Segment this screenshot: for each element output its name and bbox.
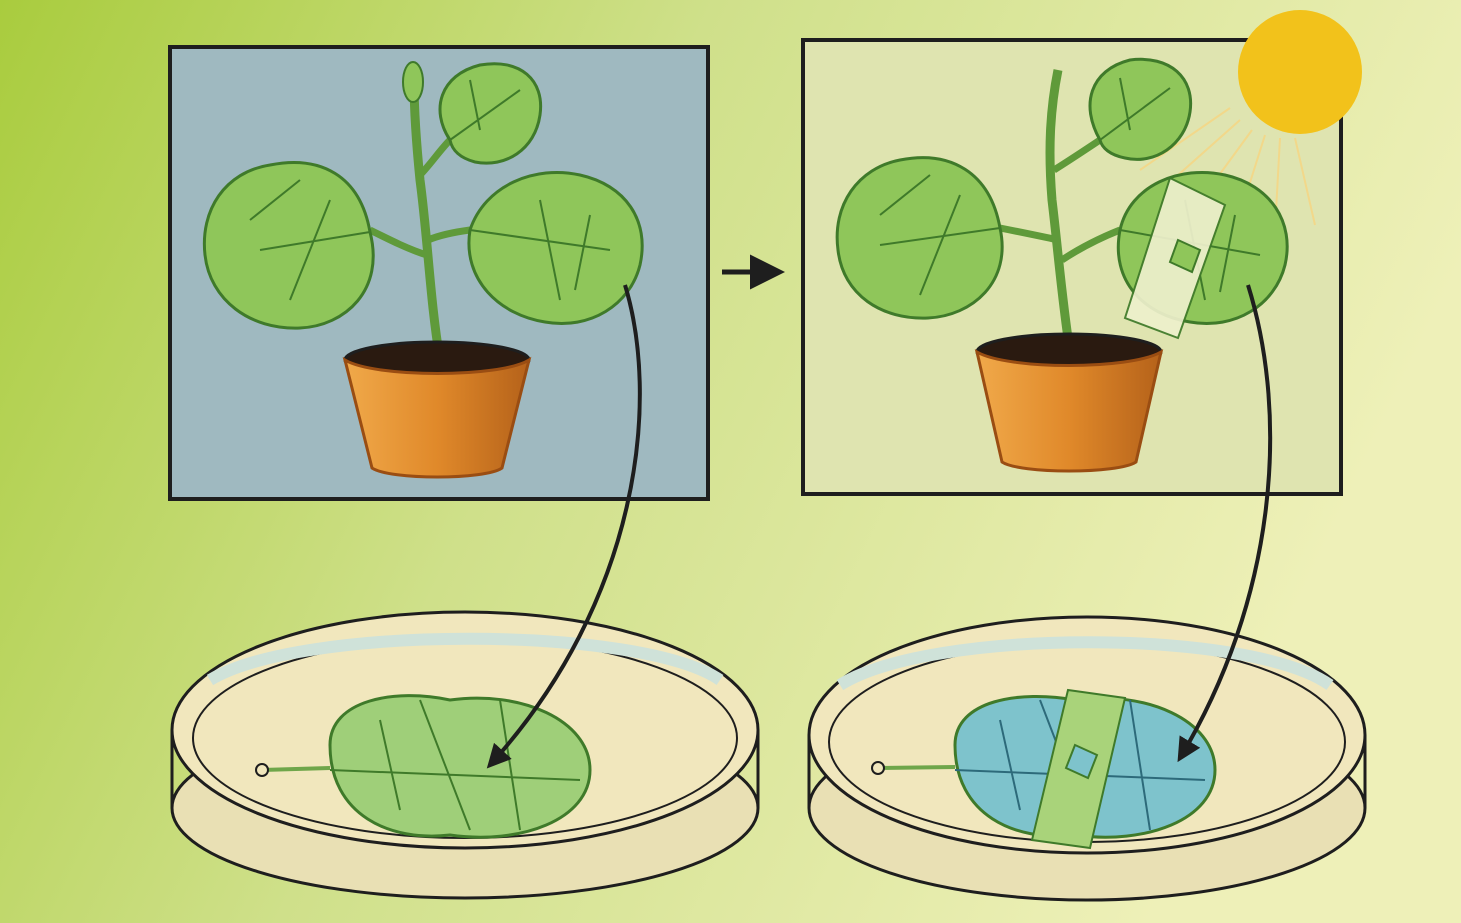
light-plant-panel [803,10,1362,494]
right-dish-petiole [878,767,955,768]
left-leaf-top [440,64,541,163]
left-dish-leaf [330,696,590,838]
left-petri-dish [172,612,758,898]
left-bud [403,62,423,102]
right-petri-dish [809,617,1365,900]
dark-plant-panel [170,47,708,499]
left-pot [345,360,529,477]
left-dish-petiole [262,768,330,770]
left-leaf-right [469,172,642,323]
right-pot [977,352,1161,471]
